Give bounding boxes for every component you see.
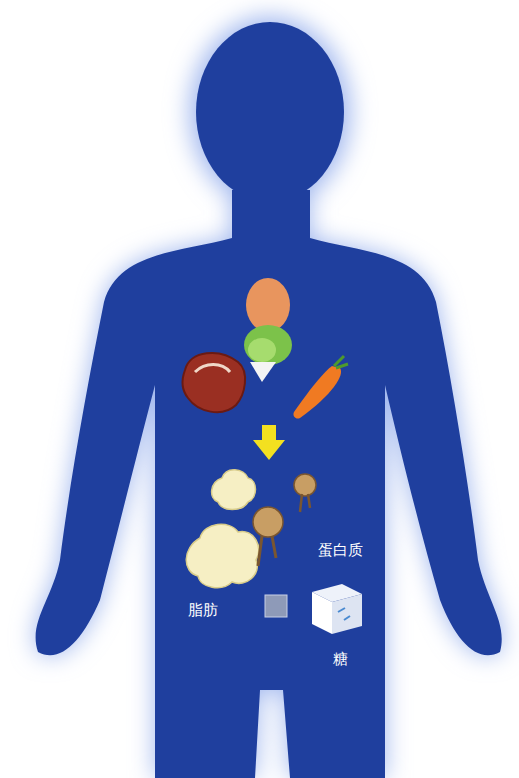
meat-fat [195, 365, 230, 373]
meat [182, 353, 245, 412]
nutrient-label: 糖 [333, 650, 348, 668]
protein-shape [294, 474, 316, 512]
carrot [293, 366, 341, 419]
silhouette-glow [36, 17, 502, 778]
carrot-leaf [334, 356, 348, 368]
yellow-arrow [253, 425, 285, 460]
fat-blob [212, 470, 256, 510]
sugar-cube [265, 595, 287, 617]
nutrient-label: 脂肪 [188, 601, 218, 619]
egg [246, 278, 290, 332]
sugar-cube [312, 584, 362, 634]
silhouette [36, 22, 502, 778]
protein-shape [253, 507, 283, 566]
nutrient-label: 蛋白质 [318, 541, 363, 559]
fat-blob [186, 524, 259, 587]
cabbage [244, 325, 292, 382]
